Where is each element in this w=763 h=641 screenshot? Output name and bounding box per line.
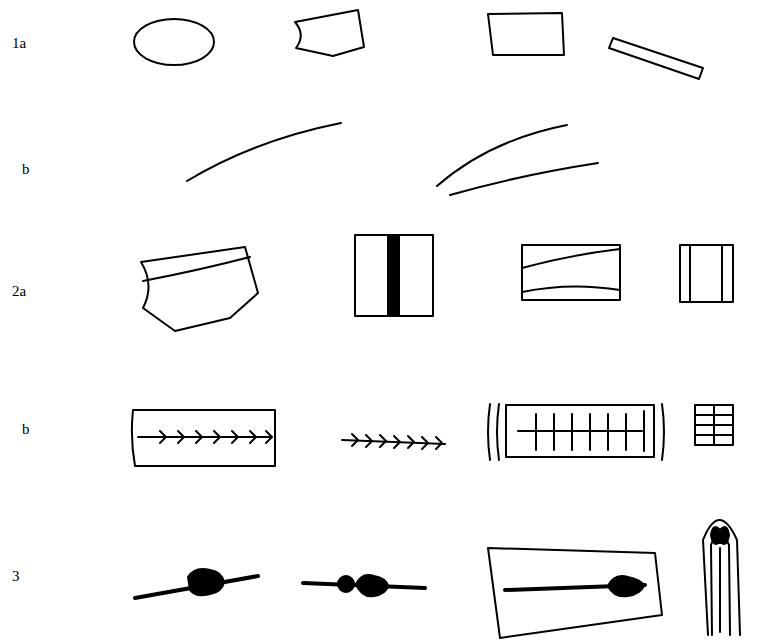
grid-rectangle bbox=[695, 405, 733, 445]
oval-outline bbox=[134, 19, 214, 65]
row-label: b bbox=[22, 422, 30, 437]
shape-with-spindle bbox=[488, 548, 662, 638]
curved-line bbox=[187, 123, 341, 181]
irregular-outline bbox=[295, 10, 364, 56]
spindle-figure bbox=[135, 569, 258, 598]
curved-line bbox=[437, 125, 567, 186]
row-label: 2a bbox=[12, 284, 26, 299]
spindle-figure bbox=[303, 575, 425, 596]
row-label: 3 bbox=[12, 569, 20, 584]
irregular-with-line bbox=[141, 247, 258, 331]
ribbed-rectangle bbox=[488, 404, 664, 460]
arch-figure bbox=[703, 520, 740, 635]
chevron-line bbox=[342, 434, 445, 449]
curved-line bbox=[450, 163, 598, 195]
bar-outline bbox=[609, 38, 703, 79]
rectangle-with-curves bbox=[522, 245, 620, 300]
rectangle-with-chevrons bbox=[132, 410, 275, 466]
row-label: b bbox=[22, 162, 30, 177]
rectangle-with-bar bbox=[355, 235, 433, 316]
rectangle-with-stripes bbox=[680, 245, 733, 302]
square-outline bbox=[488, 13, 564, 55]
row-label: 1a bbox=[12, 36, 26, 51]
